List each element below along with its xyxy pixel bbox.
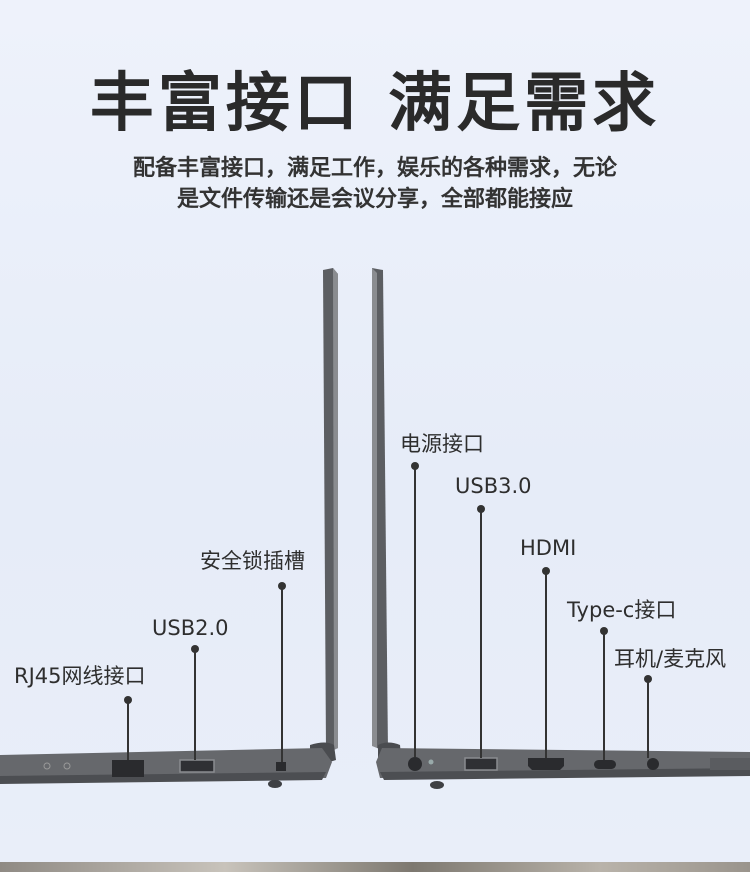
page-subtitle: 配备丰富接口，满足工作，娱乐的各种需求，无论 是文件传输还是会议分享，全部都能接… bbox=[0, 153, 750, 215]
callout-line-typec bbox=[603, 631, 605, 760]
label-usb2: USB2.0 bbox=[152, 616, 229, 640]
left-laptop bbox=[0, 268, 338, 788]
subtitle-line-1: 配备丰富接口，满足工作，娱乐的各种需求，无论 bbox=[132, 156, 617, 181]
label-typec: Type-c接口 bbox=[567, 598, 677, 622]
rj45-port bbox=[112, 760, 144, 777]
label-rj45: RJ45网线接口 bbox=[14, 664, 146, 688]
callout-line-rj45 bbox=[127, 700, 129, 760]
page-title: 丰富接口 满足需求 bbox=[89, 67, 661, 141]
typec-port bbox=[594, 760, 616, 769]
hdmi-port bbox=[528, 758, 564, 770]
label-lock: 安全锁插槽 bbox=[200, 549, 305, 573]
power-port bbox=[408, 757, 422, 771]
next-section-preview bbox=[0, 862, 750, 872]
callout-line-usb3 bbox=[480, 509, 482, 758]
right-laptop bbox=[372, 268, 750, 789]
callout-line-hdmi bbox=[545, 571, 547, 758]
lock-slot bbox=[276, 762, 286, 771]
label-audio: 耳机/麦克风 bbox=[614, 647, 727, 671]
callout-line-usb2 bbox=[194, 649, 196, 760]
label-hdmi: HDMI bbox=[520, 536, 577, 560]
callout-line-power bbox=[414, 466, 416, 757]
callout-line-lock bbox=[281, 586, 283, 762]
label-usb3: USB3.0 bbox=[455, 474, 532, 498]
subtitle-line-2: 是文件传输还是会议分享，全部都能接应 bbox=[176, 187, 573, 212]
usb3-port bbox=[464, 757, 498, 771]
label-power: 电源接口 bbox=[400, 432, 484, 456]
usb2-port bbox=[179, 759, 215, 773]
audio-port bbox=[647, 758, 659, 770]
callout-line-audio bbox=[647, 679, 649, 758]
